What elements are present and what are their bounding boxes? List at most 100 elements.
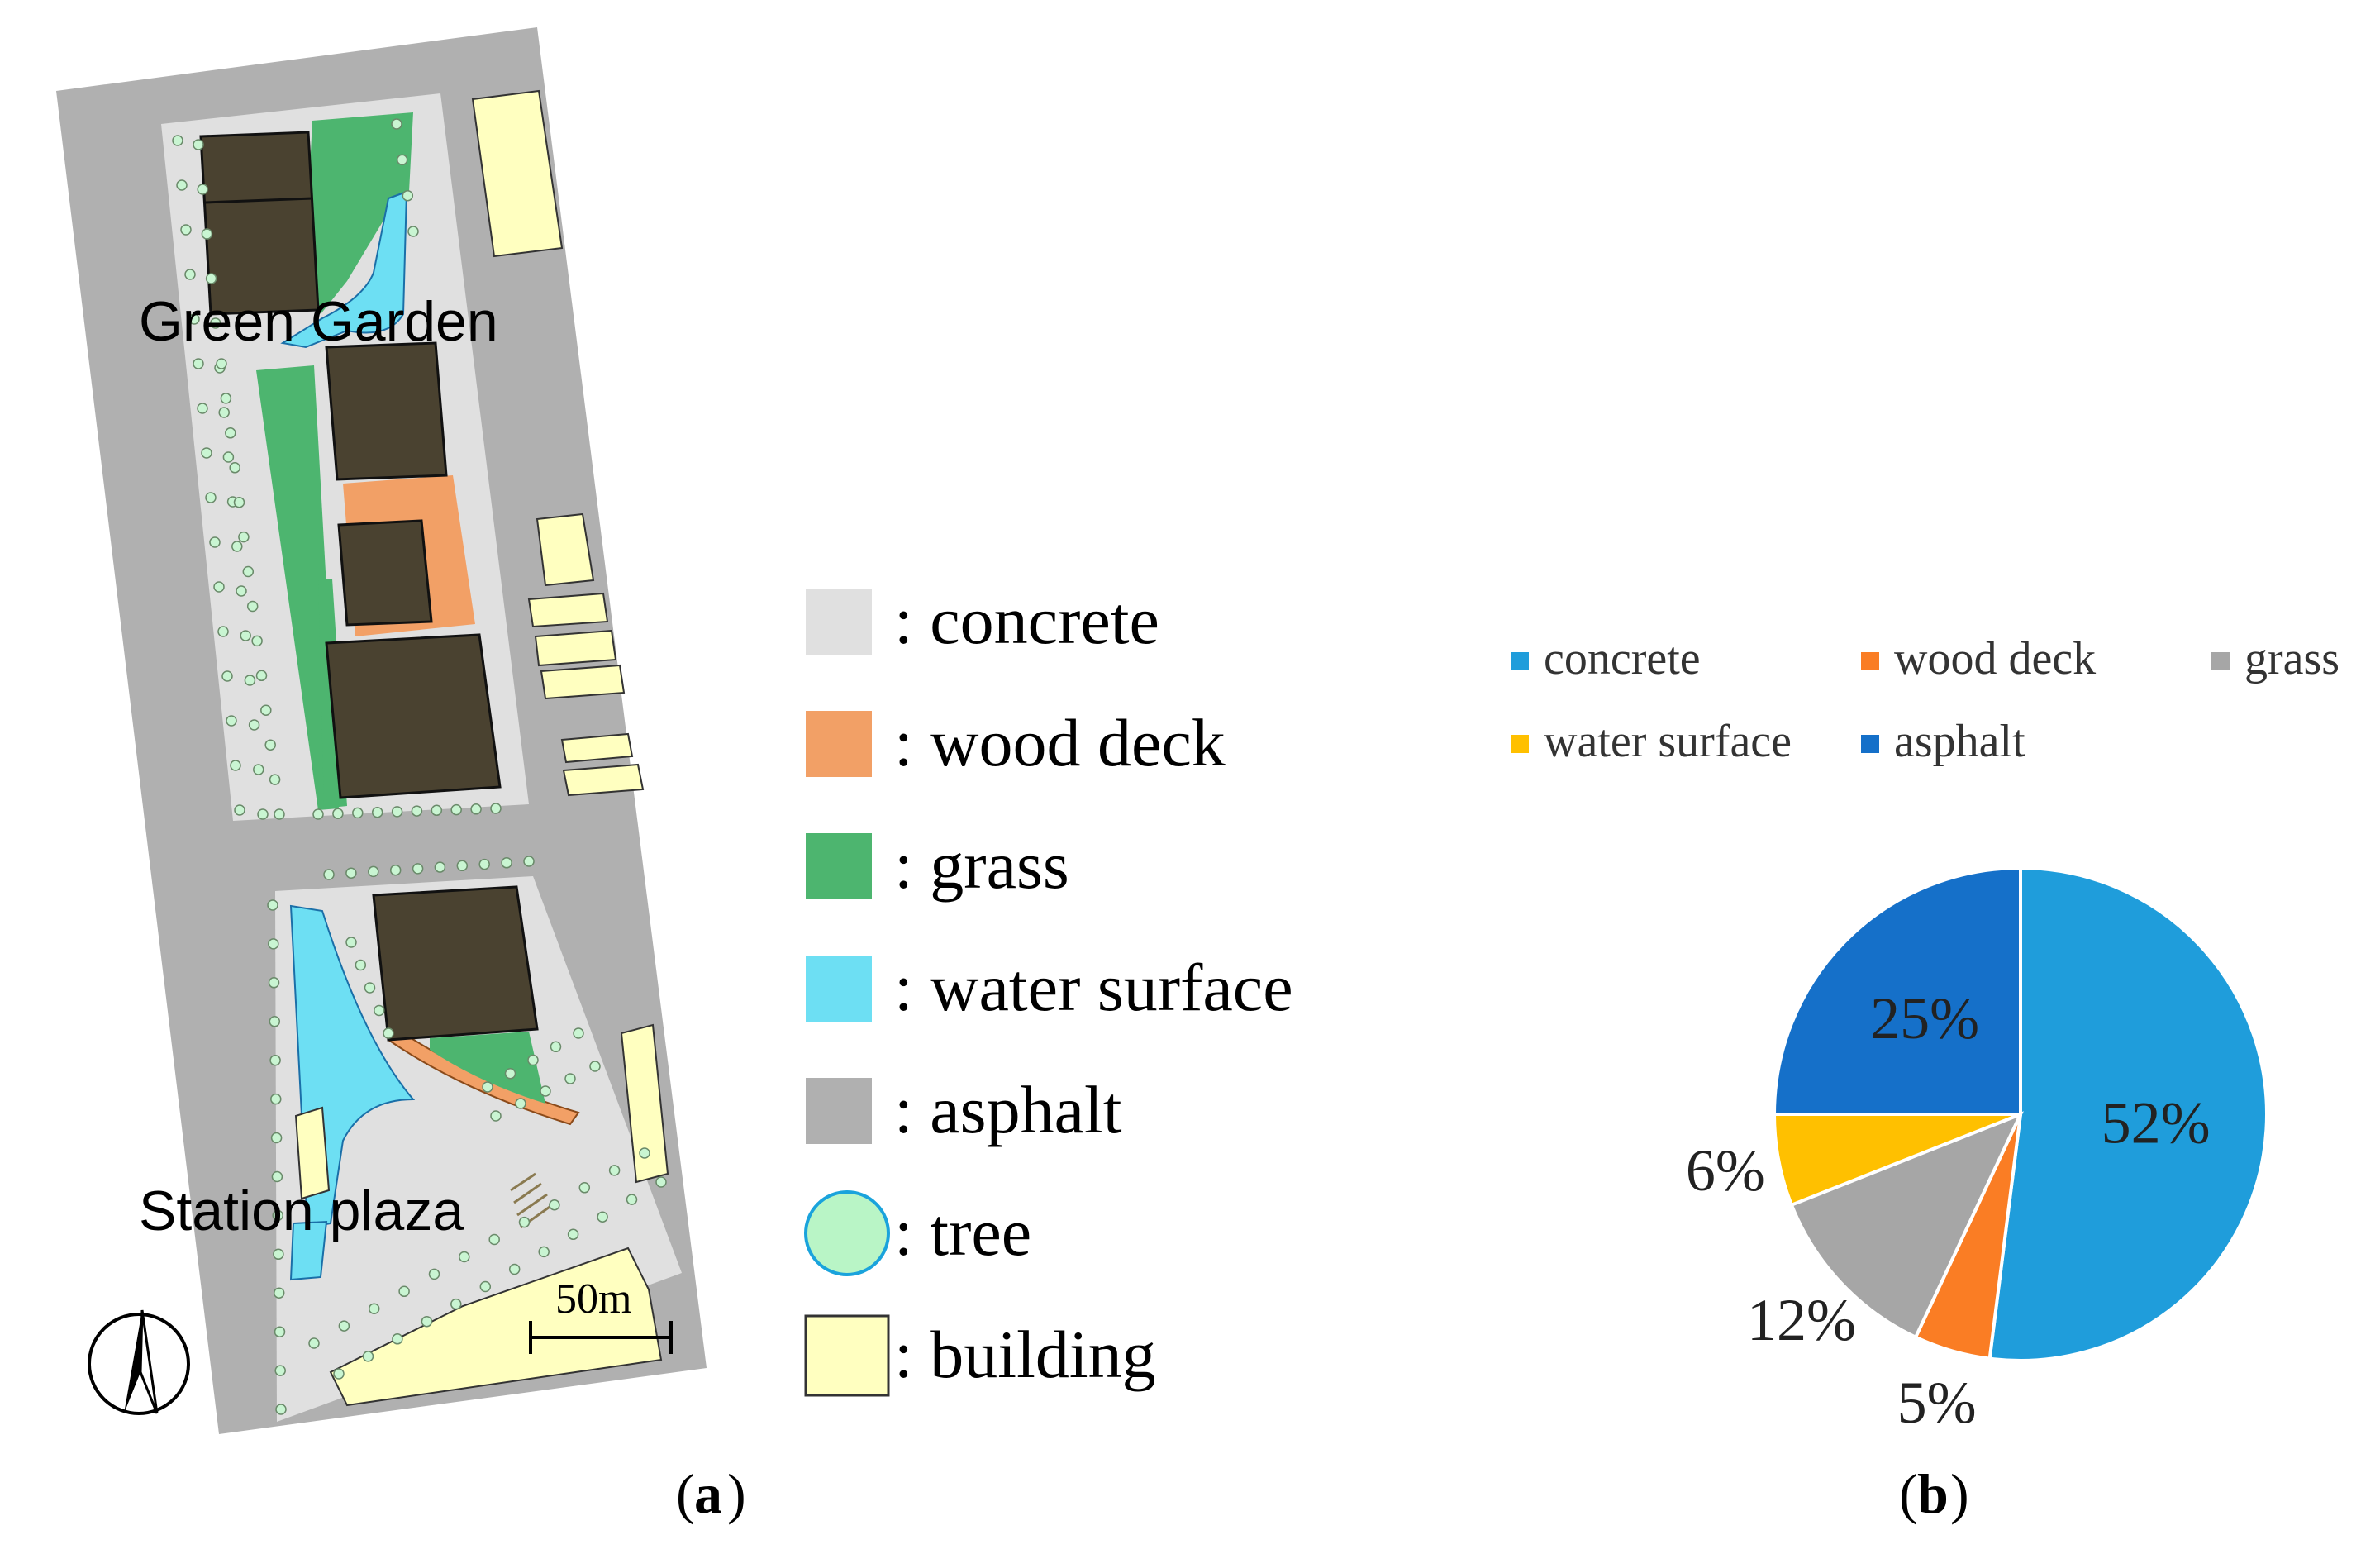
area-label-green-garden: Green Garden bbox=[139, 290, 498, 353]
tree-icon bbox=[362, 1351, 374, 1362]
tree-icon bbox=[205, 273, 217, 284]
yellow-building bbox=[534, 629, 617, 667]
tree-icon bbox=[273, 1287, 285, 1299]
tree-icon bbox=[209, 536, 221, 548]
yellow-buildings bbox=[294, 89, 669, 1407]
tree-icon bbox=[597, 1211, 608, 1223]
tree-icon bbox=[508, 1263, 521, 1275]
tree-icon bbox=[518, 1216, 531, 1228]
tree-icon bbox=[392, 1333, 403, 1345]
tree-icon bbox=[364, 982, 376, 994]
tree-icon bbox=[368, 1303, 380, 1314]
tree-icon bbox=[345, 937, 357, 948]
water-surface bbox=[289, 1220, 328, 1281]
tree-icon bbox=[523, 856, 535, 867]
tree-icon bbox=[260, 704, 272, 716]
yellow-building bbox=[294, 1106, 331, 1200]
tree-icon bbox=[490, 1110, 502, 1122]
grass-area bbox=[306, 112, 413, 314]
tree-icon bbox=[248, 719, 260, 731]
tree-icon bbox=[371, 806, 383, 818]
tree-icon bbox=[244, 675, 256, 686]
pie-slice bbox=[1772, 865, 2022, 1116]
tree-icon bbox=[193, 139, 204, 150]
building-edge bbox=[204, 197, 313, 204]
tree-icon bbox=[412, 863, 424, 875]
tree-icon bbox=[197, 403, 208, 414]
tree-icon bbox=[221, 670, 233, 682]
tree-icon bbox=[515, 1098, 526, 1109]
tree-icon bbox=[253, 764, 264, 775]
tree-icon bbox=[338, 1320, 350, 1332]
tree-icon bbox=[411, 805, 423, 817]
legend-label: : concrete bbox=[894, 583, 1159, 658]
tree-icon bbox=[220, 393, 232, 404]
tree-icon bbox=[323, 869, 335, 880]
tree-icon bbox=[230, 760, 241, 771]
tree-icon bbox=[197, 184, 208, 195]
yellow-building bbox=[329, 1247, 663, 1407]
legend-swatch bbox=[806, 711, 872, 777]
tree-icon bbox=[188, 313, 200, 325]
tree-icon bbox=[210, 317, 221, 329]
tree-icon bbox=[273, 1248, 284, 1261]
tree-icon bbox=[231, 541, 243, 552]
tree-icon bbox=[383, 1027, 394, 1039]
tree-icon bbox=[355, 959, 367, 971]
tree-icon bbox=[272, 1209, 283, 1222]
tree-icon bbox=[527, 1054, 539, 1066]
tree-icon bbox=[504, 1068, 516, 1080]
legend-swatch bbox=[806, 589, 872, 655]
north-arrow-icon bbox=[88, 1309, 190, 1415]
yellow-building bbox=[562, 763, 645, 797]
legend-label: : asphalt bbox=[894, 1072, 1122, 1147]
tree-icon bbox=[312, 808, 324, 820]
tree-icon bbox=[608, 1165, 621, 1176]
pie-legend-label: wood deck bbox=[1894, 633, 2096, 684]
tree-icon bbox=[456, 860, 469, 872]
tree-icon bbox=[216, 358, 227, 369]
yellow-building bbox=[471, 89, 564, 258]
tree-icon bbox=[257, 808, 269, 820]
tree-icon bbox=[184, 269, 196, 280]
water-surface bbox=[280, 190, 408, 349]
tree-icon bbox=[407, 226, 419, 237]
tree-icon bbox=[218, 407, 230, 418]
tree-icon bbox=[240, 630, 251, 641]
tree-icon bbox=[431, 804, 443, 817]
tree-icon bbox=[389, 864, 402, 876]
pie-legend-label: grass bbox=[2244, 633, 2340, 684]
site-building bbox=[372, 885, 539, 1042]
pie-value-label: 6% bbox=[1686, 1137, 1765, 1204]
tree-icon bbox=[589, 1061, 601, 1072]
tree-icon bbox=[333, 1368, 345, 1380]
tree-icon bbox=[450, 1298, 462, 1310]
tree-icon bbox=[225, 427, 236, 439]
pie-value-label: 25% bbox=[1870, 985, 1979, 1051]
tree-icon bbox=[193, 358, 204, 369]
tree-icon bbox=[217, 626, 229, 637]
legend-label: : grass bbox=[894, 827, 1069, 903]
yellow-building bbox=[527, 592, 609, 628]
panel-label-a: ( a ) bbox=[676, 1462, 746, 1525]
tree-icon bbox=[396, 154, 408, 166]
legend-label: : wood deck bbox=[894, 705, 1226, 780]
site-building bbox=[337, 519, 433, 627]
tree-icon bbox=[264, 739, 276, 751]
tree-icon bbox=[269, 1054, 281, 1066]
tree-icon bbox=[172, 135, 183, 146]
tree-icon bbox=[269, 774, 281, 785]
tree-icon bbox=[274, 1365, 286, 1376]
tree-icon bbox=[402, 189, 414, 202]
pie-legend-label: asphalt bbox=[1894, 716, 2025, 767]
yellow-building bbox=[620, 1023, 669, 1184]
tree-icon bbox=[271, 1170, 283, 1183]
tree-icon bbox=[550, 1041, 562, 1053]
legend-swatch bbox=[806, 956, 872, 1022]
tree-icon bbox=[270, 1093, 282, 1105]
tree-icon bbox=[234, 804, 245, 816]
tree-icon bbox=[490, 803, 502, 814]
tree-icon bbox=[478, 858, 490, 870]
pie-chart bbox=[1772, 865, 2268, 1362]
pie-legend-swatch bbox=[1861, 652, 1879, 670]
